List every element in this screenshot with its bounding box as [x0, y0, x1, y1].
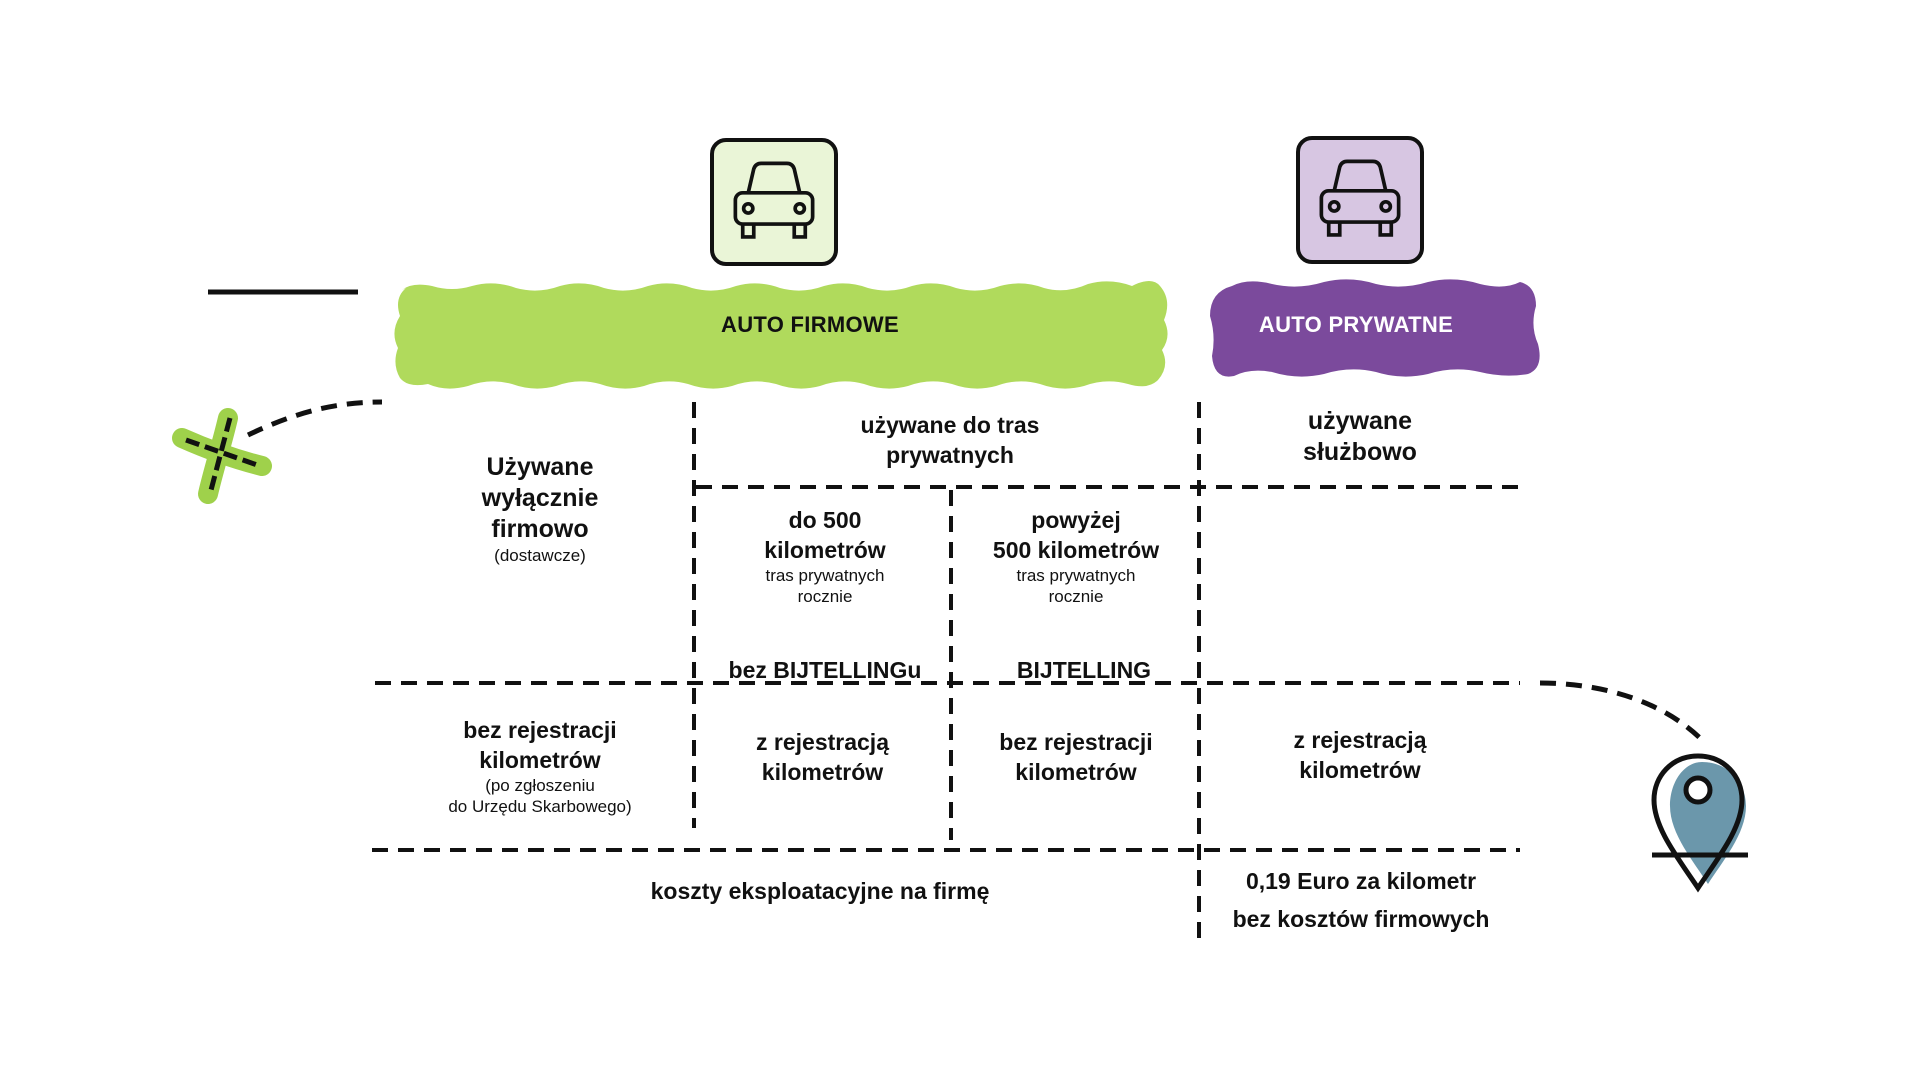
private-routes-line-2: prywatnych: [886, 442, 1014, 468]
cell-exclusive-company: Używane wyłącznie firmowo (dostawcze): [400, 452, 680, 566]
no-reg-line-1: bez rejestracji: [463, 717, 617, 743]
private-car-icon-box: [1296, 136, 1424, 264]
under-line-1: do 500: [788, 507, 862, 533]
purple-banner: [1210, 279, 1540, 377]
cell-business-use: używane służbowo: [1210, 406, 1510, 468]
cell-with-registration-a: z rejestracją kilometrów: [700, 727, 945, 787]
company-costs-text: koszty eksploatacyjne na firmę: [650, 878, 990, 904]
dashed-path-end: [1539, 680, 1702, 740]
car-icon: [1319, 159, 1401, 237]
x-mark-icon: [172, 408, 272, 504]
with-reg-a-line-2: kilometrów: [761, 759, 884, 785]
under-line-2: kilometrów: [764, 537, 886, 563]
no-reg-line-2: kilometrów: [479, 747, 601, 773]
company-car-header: AUTO FIRMOWE: [721, 312, 899, 337]
over-result: BIJTELLING: [1016, 657, 1152, 683]
exclusive-note: (dostawcze): [494, 546, 586, 565]
cell-over-500: powyżej 500 kilometrów tras prywatnych r…: [956, 505, 1196, 685]
cell-company-costs: koszty eksploatacyjne na firmę: [500, 876, 1140, 906]
dashed-grid: [372, 402, 1520, 948]
under-note-1: tras prywatnych: [765, 566, 885, 585]
private-car-header: AUTO PRYWATNE: [1258, 312, 1454, 337]
no-reg-b-line-1: bez rejestracji: [999, 729, 1153, 755]
company-car-icon-box: [710, 138, 838, 266]
private-rate-text: 0,19 Euro za kilometr: [1245, 868, 1477, 894]
cell-under-500: do 500 kilometrów tras prywatnych roczni…: [700, 505, 950, 685]
private-costs-text: bez kosztów firmowych: [1232, 906, 1490, 932]
cell-private-costs: 0,19 Euro za kilometr bez kosztów firmow…: [1206, 866, 1516, 934]
car-icon: [733, 161, 815, 239]
over-note-2: rocznie: [1048, 587, 1104, 606]
cell-with-registration-c: z rejestracją kilometrów: [1210, 725, 1510, 785]
no-reg-note-2: do Urzędu Skarbowego): [448, 797, 632, 816]
exclusive-line-1: Używane: [486, 453, 594, 481]
with-reg-c-line-1: z rejestracją: [1293, 727, 1427, 753]
business-line-1: używane: [1307, 407, 1413, 435]
over-line-1: powyżej: [1031, 507, 1121, 533]
under-note-2: rocznie: [797, 587, 853, 606]
map-pin-icon: [1651, 753, 1748, 893]
with-reg-c-line-2: kilometrów: [1299, 757, 1421, 783]
cell-private-routes: używane do tras prywatnych: [700, 410, 1200, 470]
no-reg-note-1: (po zgłoszeniu: [485, 776, 595, 795]
cell-no-registration-a: bez rejestracji kilometrów (po zgłoszeni…: [400, 715, 680, 817]
dashed-path-start: [246, 399, 383, 438]
green-banner: [394, 281, 1168, 389]
exclusive-line-3: firmowo: [491, 515, 589, 543]
business-line-2: służbowo: [1303, 438, 1417, 466]
over-line-2: 500 kilometrów: [992, 537, 1160, 563]
exclusive-line-2: wyłącznie: [481, 484, 599, 512]
under-result: bez BIJTELLINGu: [728, 657, 922, 683]
private-routes-line-1: używane do tras: [860, 412, 1040, 438]
over-note-1: tras prywatnych: [1016, 566, 1136, 585]
with-reg-a-line-1: z rejestracją: [756, 729, 889, 755]
cell-no-registration-b: bez rejestracji kilometrów: [956, 727, 1196, 787]
no-reg-b-line-2: kilometrów: [1015, 759, 1137, 785]
